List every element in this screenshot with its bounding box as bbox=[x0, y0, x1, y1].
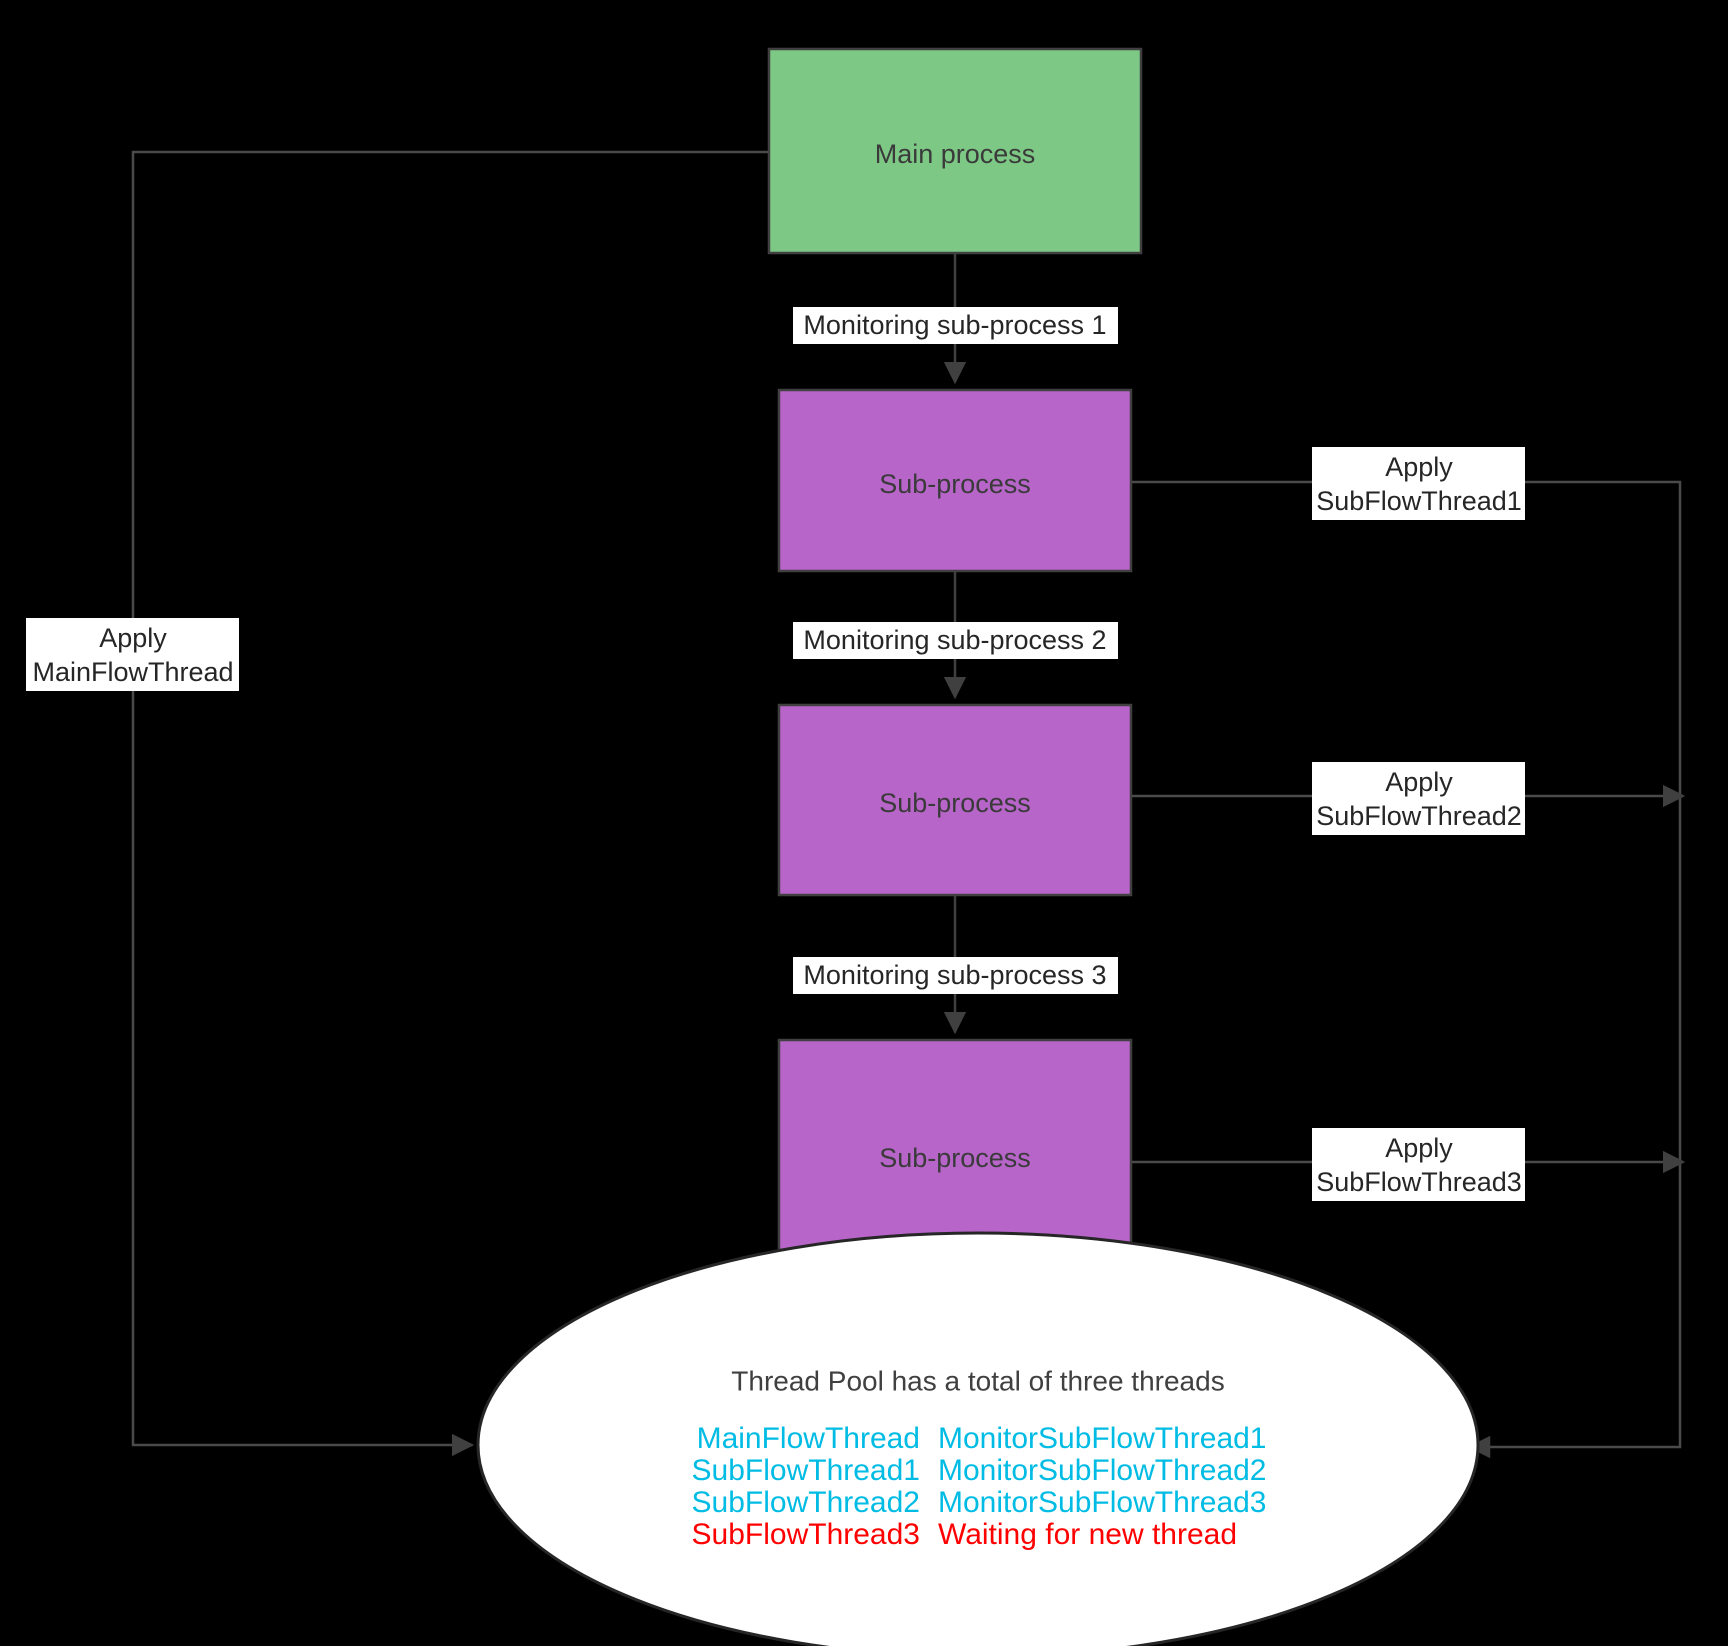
edge-label-monitoring-2: Monitoring sub-process 2 bbox=[793, 622, 1118, 659]
thread-pool-row-left: SubFlowThread2 bbox=[692, 1486, 920, 1519]
node-main-process-label: Main process bbox=[875, 139, 1036, 169]
edge-label-apply-main: Apply MainFlowThread bbox=[26, 618, 239, 691]
edge-label-monitoring-3: Monitoring sub-process 3 bbox=[793, 957, 1118, 994]
svg-text:SubFlowThread3: SubFlowThread3 bbox=[1316, 1167, 1522, 1197]
thread-pool-row-right: MonitorSubFlowThread3 bbox=[938, 1486, 1267, 1519]
svg-text:MainFlowThread: MainFlowThread bbox=[32, 657, 233, 687]
svg-text:SubFlowThread1: SubFlowThread1 bbox=[1316, 486, 1522, 516]
svg-text:Apply: Apply bbox=[1385, 767, 1453, 797]
thread-pool-row-left: SubFlowThread3 bbox=[692, 1518, 920, 1551]
svg-text:Monitoring sub-process 1: Monitoring sub-process 1 bbox=[803, 310, 1106, 340]
edge-label-apply-sub-2: Apply SubFlowThread2 bbox=[1312, 762, 1525, 835]
node-sub-process-1[interactable] bbox=[777, 388, 1133, 573]
node-thread-pool[interactable] bbox=[476, 1231, 1480, 1646]
svg-text:Monitoring sub-process 3: Monitoring sub-process 3 bbox=[803, 960, 1106, 990]
thread-pool-row-right: Waiting for new thread bbox=[938, 1518, 1237, 1551]
thread-pool-row-right: MonitorSubFlowThread1 bbox=[938, 1422, 1267, 1455]
svg-text:Monitoring sub-process 2: Monitoring sub-process 2 bbox=[803, 625, 1106, 655]
thread-pool-row-left: SubFlowThread1 bbox=[692, 1454, 920, 1487]
node-sub-process-2-label: Sub-process bbox=[879, 788, 1031, 818]
node-sub-process-2[interactable] bbox=[777, 703, 1133, 897]
thread-pool-row-left: MainFlowThread bbox=[697, 1422, 920, 1455]
svg-text:Apply: Apply bbox=[1385, 1133, 1453, 1163]
node-sub-process-3[interactable] bbox=[777, 1038, 1133, 1272]
edge-label-apply-sub-1: Apply SubFlowThread1 bbox=[1312, 447, 1525, 520]
edge-label-monitoring-1: Monitoring sub-process 1 bbox=[793, 307, 1118, 344]
node-sub-process-3-label: Sub-process bbox=[879, 1143, 1031, 1173]
node-sub-process-1-label: Sub-process bbox=[879, 469, 1031, 499]
thread-pool-title: Thread Pool has a total of three threads bbox=[731, 1365, 1224, 1396]
edge-main-to-pool bbox=[131, 150, 769, 1457]
svg-text:Apply: Apply bbox=[1385, 452, 1453, 482]
svg-text:SubFlowThread2: SubFlowThread2 bbox=[1316, 801, 1522, 831]
node-main-process[interactable] bbox=[767, 47, 1143, 255]
svg-text:Apply: Apply bbox=[99, 623, 167, 653]
thread-pool-row-right: MonitorSubFlowThread2 bbox=[938, 1454, 1267, 1487]
edge-label-apply-sub-3: Apply SubFlowThread3 bbox=[1312, 1128, 1525, 1201]
